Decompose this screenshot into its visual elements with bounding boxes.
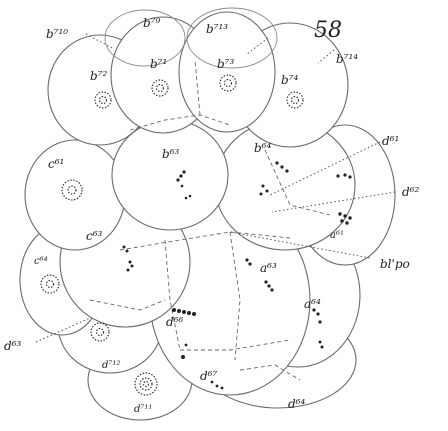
label-d61: d⁶¹ (382, 134, 399, 148)
label-c63: c⁶³ (86, 229, 103, 243)
nucleus-ring-b74 (286, 91, 304, 109)
cell-outlines (19, 7, 396, 421)
label-c61: c⁶¹ (48, 157, 64, 171)
label-blpo: bl'po (380, 257, 410, 271)
label-d67: d⁶⁷ (200, 369, 217, 383)
chromatin-b63 (176, 170, 192, 200)
chromatin-c63 (122, 245, 134, 272)
chromatin-a63 (245, 258, 274, 292)
nuclei (40, 74, 352, 396)
chromatin-b64 (259, 161, 289, 196)
label-a64: a⁶⁴ (304, 297, 321, 311)
label-b71: b⁷¹ (150, 57, 167, 71)
label-d712: d⁷¹² (102, 360, 120, 371)
nucleus-ring-c64 (40, 274, 60, 294)
label-b63: b⁶³ (162, 147, 179, 161)
label-a61: a⁶¹ (330, 230, 344, 241)
chromatin-d61 (336, 173, 352, 225)
label-b713: b⁷¹³ (206, 22, 228, 36)
cell-b63 (111, 119, 229, 231)
cell-c61 (24, 139, 126, 251)
label-b64: b⁶⁴ (254, 141, 271, 155)
label-b714: b⁷¹⁴ (336, 52, 358, 66)
label-a63: a⁶³ (260, 261, 277, 275)
nucleus-ring-d712 (90, 322, 110, 342)
label-c64: c⁶⁴ (34, 256, 48, 267)
label-d711: d⁷¹¹ (134, 404, 152, 415)
cell-partitions (89, 59, 331, 381)
nucleus-ring-b73 (219, 74, 237, 92)
chromatin-a64 (312, 308, 324, 349)
cell-b73 (178, 11, 276, 133)
chromatin-d67 (210, 380, 224, 390)
chromatin-d66 (172, 308, 196, 359)
label-b73: b⁷³ (217, 57, 234, 71)
nucleus-ring-b71 (151, 79, 169, 97)
label-d64: d⁶⁴ (288, 397, 305, 411)
cell-labels: b⁷¹⁰ b⁷⁹ b⁷¹³ b⁷¹⁴ b⁷² b⁷¹ b⁷³ b⁷⁴ c⁶¹ b… (4, 16, 419, 415)
label-d63: d⁶³ (4, 339, 21, 353)
label-b74: b⁷⁴ (281, 73, 298, 87)
nucleus-ring-d711 (134, 372, 158, 396)
figure-number: 58 (314, 18, 342, 43)
leader-lines (35, 33, 396, 343)
label-b710: b⁷¹⁰ (46, 27, 68, 41)
cell-b713 (186, 7, 278, 69)
label-d62: d⁶² (402, 185, 419, 199)
label-d66: d⁶⁶ (166, 315, 183, 329)
nucleus-ring-b72 (94, 91, 112, 109)
label-b72: b⁷² (90, 69, 107, 83)
cell-b79 (104, 9, 186, 67)
nucleus-ring-c61 (61, 179, 83, 201)
label-b79: b⁷⁹ (143, 16, 160, 30)
